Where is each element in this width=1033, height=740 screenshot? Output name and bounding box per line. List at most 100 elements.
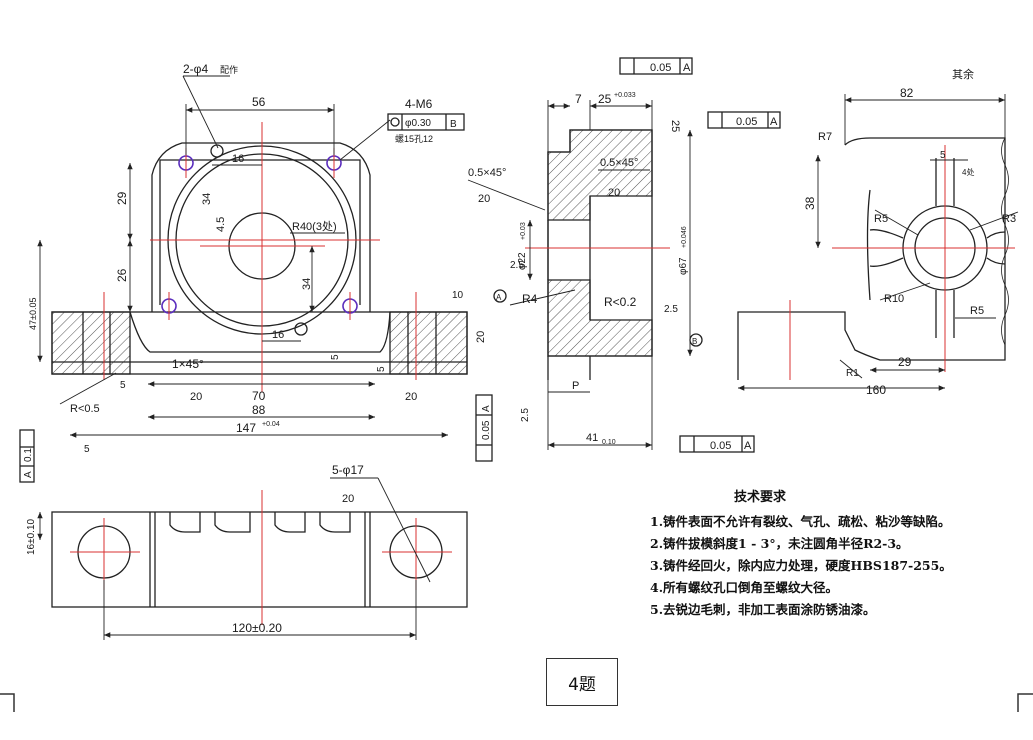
top-dim-120: 120±0.20 — [232, 621, 282, 635]
top-center-lines — [70, 490, 452, 625]
detail-dim-r7: R7 — [818, 131, 832, 143]
side-dim-41: 41 — [586, 432, 598, 444]
front-dim-147: 147 — [236, 421, 256, 435]
front-dim-47: 47±0.05 — [28, 298, 38, 330]
side-dim-67: φ67 — [678, 257, 689, 275]
front-flat-tol: 0.1 — [23, 448, 34, 462]
front-center-lines — [103, 122, 417, 392]
side-dim-22-tol: +0.03 — [520, 222, 527, 240]
front-rough-20-b: 20 — [405, 391, 417, 403]
front-view — [19, 75, 493, 483]
top-holes: 5-φ17 — [332, 463, 364, 477]
top-view-outline — [51, 511, 468, 608]
sheet-corner-marks — [0, 693, 1033, 712]
detail-rest-note: 其余 — [952, 67, 974, 81]
detail-dim-r5-a: R5 — [874, 213, 888, 225]
detail-view-labels: 其余 82 R7 38 R5 R3 5 4处 R10 R5 R1 29 160 — [803, 67, 1016, 397]
front-dim-5-right: 5 — [376, 366, 387, 372]
side-chamfer-right-rough: 20 — [608, 187, 620, 199]
front-dim-147-tol: +0.04 — [262, 421, 280, 428]
front-holes-note-suffix: 配作 — [220, 64, 238, 75]
front-thread-tol: φ0.30 — [405, 118, 431, 129]
front-dim-34-mid: 34 — [301, 278, 313, 290]
question-label: 4题 — [546, 658, 618, 706]
detail-dimension-lines — [738, 94, 1019, 391]
side-dimension-lines — [467, 100, 693, 450]
tech-requirement-2: 2.铸件拔模斜度1 - 3°，未注圆角半径R2-3。 — [650, 536, 909, 551]
detail-dim-82: 82 — [900, 86, 914, 100]
side-dim-67-tol: +0.046 — [681, 226, 688, 248]
top-dim-16: 16±0.10 — [26, 518, 37, 555]
side-chamfer-left: 0.5×45° — [468, 167, 506, 179]
side-top-datum: A — [683, 62, 691, 74]
side-rough-25: 25 — [669, 120, 681, 132]
detail-dim-r5-b: R5 — [970, 305, 984, 317]
side-hatch-top — [547, 129, 653, 221]
tech-requirement-3: 3.铸件经回火，除内应力处理，硬度HBS187-255。 — [650, 558, 952, 573]
side-view-labels: 0.05 A 7 25 +0.033 0.05 A 25 0.5×45° 20 … — [468, 62, 778, 452]
front-base-hatch-right — [389, 311, 468, 375]
front-rough-10: 10 — [452, 290, 464, 301]
front-dim-88: 88 — [252, 403, 266, 417]
side-hatch-bottom — [547, 279, 653, 357]
front-dim-4-5: 4.5 — [215, 217, 227, 232]
side-bottom-datum: A — [744, 440, 752, 452]
side-par-datum: A — [770, 116, 778, 128]
front-thread-note: 4-M6 — [405, 97, 433, 111]
side-dim-7: 7 — [575, 92, 582, 106]
front-thread-datum: B — [450, 119, 457, 130]
side-chamfer-left-rough: 20 — [478, 193, 490, 205]
front-view-labels: 2-φ4 配作 4-M6 φ0.30 B 螺15孔12 56 16 29 26 … — [23, 62, 492, 478]
tech-requirement-5: 5.去锐边毛刺，非加工表面涂防锈油漆。 — [650, 602, 876, 617]
side-rough-2-5-bottom: 2.5 — [520, 408, 531, 422]
side-bottom-tol: 0.05 — [710, 440, 731, 452]
detail-outline — [737, 137, 1006, 380]
side-chamfer-right: 0.5×45° — [600, 157, 638, 169]
detail-center-lines — [789, 145, 1015, 380]
front-rough-5: 5 — [120, 380, 126, 391]
side-dim-r4: R4 — [522, 292, 538, 306]
detail-view — [737, 94, 1019, 391]
side-par-tol: 0.05 — [736, 116, 757, 128]
top-view — [37, 477, 468, 640]
detail-dim-38: 38 — [803, 196, 817, 210]
front-dim-34-top: 34 — [201, 193, 213, 205]
side-datum-a: A — [496, 293, 502, 302]
side-dim-p: P — [572, 380, 579, 392]
tech-requirement-4: 4.所有螺纹孔口倒角至螺纹大径。 — [650, 580, 839, 595]
front-par-tol: 0.05 — [481, 420, 492, 440]
front-flat-datum: A — [23, 471, 34, 478]
side-datum-b: B — [692, 337, 697, 346]
front-body-outline — [151, 142, 371, 312]
detail-dim-4: 4处 — [962, 167, 974, 177]
detail-dim-5: 5 — [940, 150, 946, 161]
top-rough: 20 — [342, 493, 354, 505]
front-rough-5-bottom: 5 — [84, 444, 90, 455]
tech-requirement-1: 1.铸件表面不允许有裂纹、气孔、疏松、粘沙等缺陷。 — [650, 514, 951, 529]
front-dim-5-mid: 5 — [330, 354, 341, 360]
front-dimension-lines — [37, 75, 448, 438]
front-dim-16-bottom: 16 — [272, 329, 284, 341]
front-dim-29: 29 — [115, 191, 129, 205]
detail-dim-r3: R3 — [1002, 213, 1016, 225]
detail-dim-160: 160 — [866, 383, 886, 397]
front-dim-r40: R40(3处) — [292, 220, 337, 233]
side-view — [467, 57, 781, 453]
detail-dim-r10: R10 — [884, 293, 904, 305]
front-chamfer: 1×45° — [172, 357, 204, 371]
tech-requirements-title: 技术要求 — [733, 490, 786, 505]
front-dim-20-right: 20 — [475, 331, 487, 343]
front-dim-70: 70 — [252, 389, 266, 403]
front-base-hatch-left — [51, 311, 131, 375]
front-rough-20-a: 20 — [190, 391, 202, 403]
side-dim-25-tol: +0.033 — [614, 92, 636, 99]
front-thread-depth: 螺15孔12 — [395, 134, 433, 144]
side-dim-41-tol: 0.10 — [602, 439, 616, 446]
side-rough-2-5-right: 2.5 — [664, 304, 678, 315]
front-dim-26: 26 — [115, 268, 129, 282]
side-dim-25: 25 — [598, 92, 612, 106]
front-dim-r05: R<0.5 — [70, 403, 100, 415]
side-top-tol: 0.05 — [650, 62, 671, 74]
side-rough-2-5-left: 2.5 — [510, 260, 524, 271]
